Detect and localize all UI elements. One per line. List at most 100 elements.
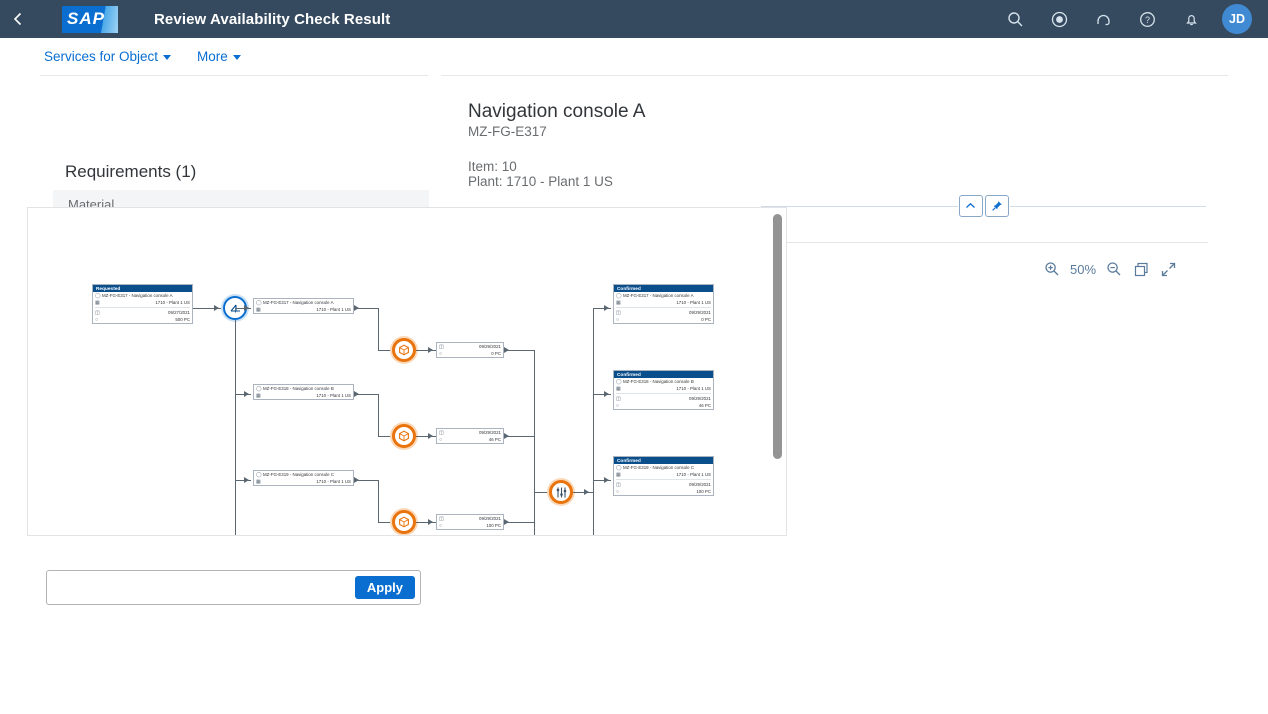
node-plant-row: ▦ 1710 - Plant 1 US xyxy=(254,392,353,399)
sap-logo-text: SAP xyxy=(67,9,105,28)
diagram-node-result[interactable]: ◫ 09/29/2021 ○ 46 PC xyxy=(436,428,504,444)
quantity-icon: ○ xyxy=(439,436,443,443)
node-material: MZ-FG-E317 - Navigation console A xyxy=(102,293,173,298)
bell-icon[interactable] xyxy=(1176,4,1206,34)
node-qty: 0 PC xyxy=(701,317,711,322)
zoom-out-icon[interactable] xyxy=(1103,258,1125,280)
material-icon: ◯ xyxy=(256,299,262,306)
diagram-node-availability-check[interactable] xyxy=(392,510,416,534)
node-header: Requested xyxy=(93,285,192,292)
diagram-viewport[interactable]: Requested ◯ MZ-FG-E317 - Navigation cons… xyxy=(27,207,787,536)
plant-icon: ▦ xyxy=(95,299,100,306)
fullscreen-icon[interactable] xyxy=(1157,258,1179,280)
diagram-node-product[interactable]: ◯ MZ-FG-E319 - Navigation console C ▦ 17… xyxy=(253,470,354,486)
node-material-row: ◯ MZ-FG-E317 - Navigation console A xyxy=(614,292,713,299)
diagram-node-result[interactable]: ◫ 09/29/2021 ○ 0 PC xyxy=(436,342,504,358)
diagram-node-confirmed[interactable]: Confirmed ◯ MZ-FG-E318 - Navigation cons… xyxy=(613,370,714,410)
material-icon: ◯ xyxy=(616,464,622,471)
node-plant: 1710 - Plant 1 US xyxy=(316,393,351,398)
node-plant: 1710 - Plant 1 US xyxy=(316,307,351,312)
diagram-node-requested[interactable]: Requested ◯ MZ-FG-E317 - Navigation cons… xyxy=(92,284,193,324)
divider xyxy=(616,307,711,308)
diagram-node-availability-check[interactable] xyxy=(392,424,416,448)
sap-logo: SAP xyxy=(62,5,118,33)
diagram-node-merge[interactable] xyxy=(549,480,573,504)
diagram-edge xyxy=(234,480,251,481)
quantity-icon: ○ xyxy=(616,402,620,409)
node-material-row: ◯ MZ-FG-E317 - Navigation console A xyxy=(93,292,192,299)
node-date-row: ◫ 09/29/2021 xyxy=(614,309,713,316)
diagram-zoom-toolbar: 50% xyxy=(1041,258,1179,280)
diagram-edge xyxy=(378,436,393,437)
diagram-node-confirmed[interactable]: Confirmed ◯ MZ-FG-E319 - Navigation cons… xyxy=(613,456,714,496)
back-button[interactable] xyxy=(0,0,36,38)
node-qty: 46 PC xyxy=(488,437,501,442)
shell-icon-group: ? JD xyxy=(1000,4,1268,34)
calendar-icon: ◫ xyxy=(95,309,100,316)
diagram-node-product[interactable]: ◯ MZ-FG-E318 - Navigation console B ▦ 17… xyxy=(253,384,354,400)
diagram-edge xyxy=(593,308,611,309)
node-date: 09/29/2021 xyxy=(689,482,711,487)
object-title: Navigation console A xyxy=(468,101,646,122)
node-plant-row: ▦ 1710 - Plant 1 US xyxy=(93,299,192,306)
availability-check-icon xyxy=(399,430,409,442)
headset-icon[interactable] xyxy=(1088,4,1118,34)
diagram-edge xyxy=(234,320,236,535)
diagram-scrollbar-thumb[interactable] xyxy=(773,214,782,459)
collapse-header-button[interactable] xyxy=(958,195,983,217)
apply-bar[interactable]: Apply xyxy=(46,570,421,605)
node-header: Confirmed xyxy=(614,457,713,464)
node-date: 09/29/2021 xyxy=(479,516,501,521)
node-date-row: ◫ 09/29/2021 xyxy=(614,481,713,488)
diagram-canvas[interactable]: Requested ◯ MZ-FG-E317 - Navigation cons… xyxy=(28,208,786,535)
diagram-arrow xyxy=(604,476,609,483)
calendar-icon: ◫ xyxy=(616,309,621,316)
diagram-arrow xyxy=(354,304,359,311)
divider xyxy=(1009,205,1206,207)
zoom-in-icon[interactable] xyxy=(1041,258,1063,280)
help-icon[interactable]: ? xyxy=(1132,4,1162,34)
diagram-node-confirmed[interactable]: Confirmed ◯ MZ-FG-E317 - Navigation cons… xyxy=(613,284,714,324)
diagram-node-product[interactable]: ◯ MZ-FG-E317 - Navigation console A ▦ 17… xyxy=(253,298,354,314)
requirements-title: Requirements (1) xyxy=(65,162,197,181)
node-material-row: ◯ MZ-FG-E319 - Navigation console C xyxy=(254,471,353,478)
diagram-edge xyxy=(534,350,535,535)
diagram-arrow xyxy=(504,432,509,439)
pin-header-button[interactable] xyxy=(984,195,1009,217)
target-icon[interactable] xyxy=(1044,4,1074,34)
services-for-object-label: Services for Object xyxy=(44,48,159,64)
diagram-node-availability-check[interactable] xyxy=(392,338,416,362)
diagram-node-result[interactable]: ◫ 09/29/2021 ○ 100 PC xyxy=(436,514,504,530)
diagram-arrow xyxy=(354,476,359,483)
more-menu[interactable]: More xyxy=(197,49,241,64)
node-date: 09/27/2021 xyxy=(168,310,190,315)
divider xyxy=(95,307,190,308)
search-icon[interactable] xyxy=(1000,4,1030,34)
plant-icon: ▦ xyxy=(616,385,621,392)
node-material: MZ-FG-E319 - Navigation console C xyxy=(623,465,695,470)
node-qty-row: ○ 100 PC xyxy=(614,488,713,495)
node-date: 09/29/2021 xyxy=(689,396,711,401)
page-title: Review Availability Check Result xyxy=(154,10,391,28)
object-id: MZ-FG-E317 xyxy=(468,124,547,139)
diagram-edge xyxy=(354,480,378,481)
avatar[interactable]: JD xyxy=(1222,4,1252,34)
material-icon: ◯ xyxy=(616,378,622,385)
copy-icon[interactable] xyxy=(1130,258,1152,280)
header-toolbar xyxy=(761,192,1206,220)
more-label: More xyxy=(197,48,228,64)
diagram-edge xyxy=(504,350,534,351)
diagram-edge xyxy=(534,492,551,493)
node-date-row: ◫ 09/27/2021 xyxy=(93,309,192,316)
node-plant-row: ▦ 1710 - Plant 1 US xyxy=(614,299,713,306)
apply-button[interactable]: Apply xyxy=(354,576,415,599)
services-for-object-menu[interactable]: Services for Object xyxy=(44,48,172,64)
svg-text:?: ? xyxy=(1144,15,1149,25)
diagram-arrow xyxy=(428,346,433,353)
node-plant-row: ▦ 1710 - Plant 1 US xyxy=(254,478,353,485)
node-material-row: ◯ MZ-FG-E318 - Navigation console B xyxy=(254,385,353,392)
node-qty: 500 PC xyxy=(175,317,190,322)
quantity-icon: ○ xyxy=(616,488,620,495)
diagram-edge xyxy=(193,308,222,309)
diagram-arrow xyxy=(428,518,433,525)
